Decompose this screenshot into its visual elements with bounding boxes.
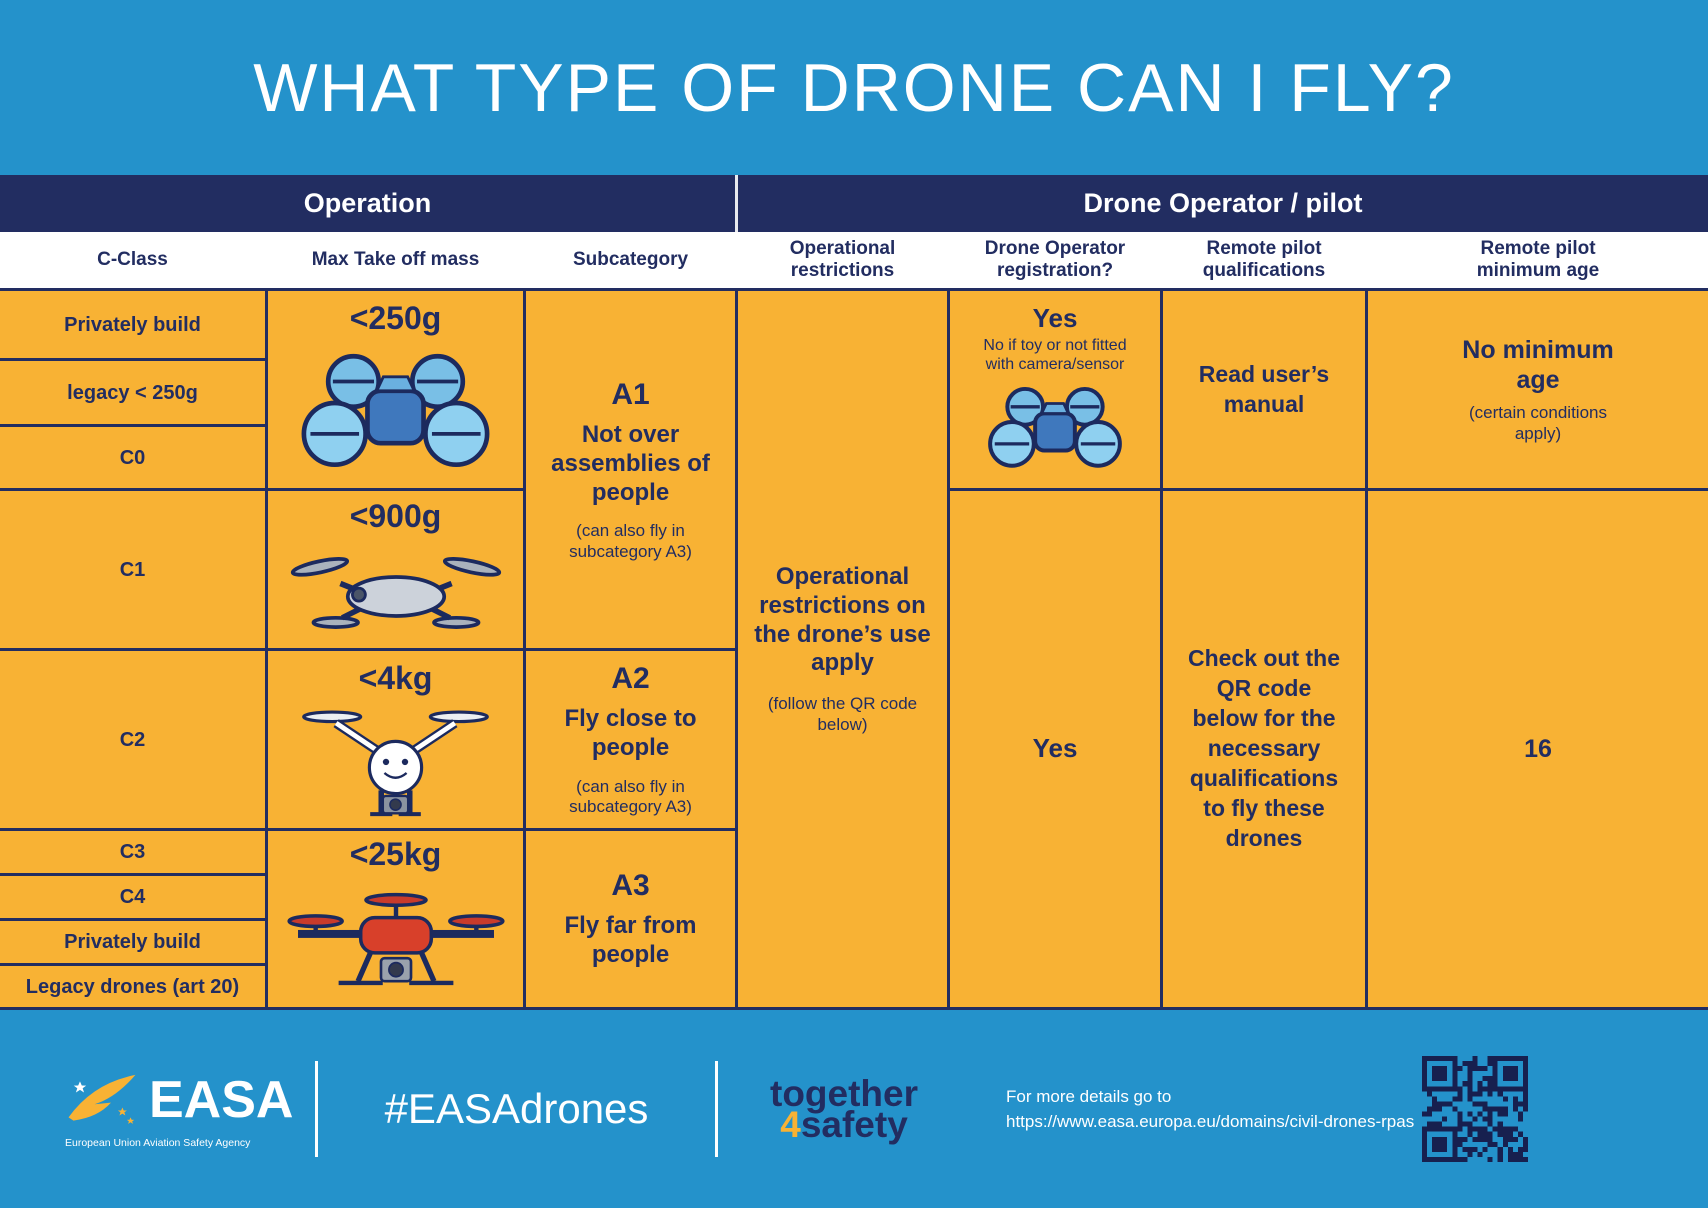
subcategory-a3-code: A3 — [611, 869, 650, 903]
cell-cclass-c3: C3 — [0, 831, 265, 873]
footer: EASA European Union Aviation Safety Agen… — [0, 1010, 1708, 1208]
qualifications-top-text: Read user’s manual — [1198, 360, 1330, 417]
minimum-age-top-note: (certain conditions apply) — [1469, 403, 1607, 443]
group-header-pilot: Drone Operator / pilot — [1083, 188, 1363, 218]
cell-mass-under-25kg: <25kg — [268, 831, 523, 1007]
easa-logo: EASA European Union Aviation Safety Agen… — [65, 1070, 315, 1149]
cell-subcategory-a2: A2 Fly close to people (can also fly in … — [526, 651, 735, 828]
minimum-age-bottom-text: 16 — [1524, 735, 1552, 763]
footer-details: For more details go to https://www.easa.… — [958, 1084, 1422, 1135]
cell-cclass-privately-build-1: Privately build — [0, 291, 265, 358]
cell-subcategory-a1: A1 Not over assemblies of people (can al… — [526, 291, 735, 648]
easa-emblem-icon — [68, 1074, 136, 1124]
column-header-pilot-minimum-age: Remote pilot minimum age — [1476, 238, 1600, 281]
cell-cclass-privately-build-2: Privately build — [0, 921, 265, 963]
easadrones-hashtag: #EASAdrones — [384, 1085, 649, 1132]
registration-yes-bottom: Yes — [1032, 733, 1078, 764]
drone-mini-ducted-small-illustration — [988, 386, 1122, 468]
together4safety-4: 4 — [780, 1104, 801, 1145]
together4safety-safety: safety — [800, 1104, 908, 1145]
group-band: Operation Drone Operator / pilot — [0, 175, 1708, 232]
minimum-age-top-text: No minimum age — [1462, 336, 1614, 395]
qr-code — [1422, 1056, 1528, 1162]
drone-red-heavy-illustration — [286, 893, 505, 986]
footer-details-line1: For more details go to — [1006, 1086, 1172, 1106]
easa-logo-text: EASA — [149, 1070, 294, 1129]
operational-restrictions-text: Operational restrictions on the drone’s … — [754, 563, 931, 677]
subcategory-a1-code: A1 — [611, 377, 650, 411]
subcategory-a2-text: Fly close to people — [564, 705, 697, 762]
mass-label-25kg: <25kg — [349, 836, 442, 872]
registration-note: No if toy or not fitted with camera/sens… — [983, 337, 1127, 374]
cell-qualifications-bottom: Check out the QR code below for the nece… — [1163, 491, 1365, 1007]
column-header-max-take-off-mass: Max Take off mass — [311, 249, 480, 271]
subcategory-a3-text: Fly far from people — [564, 912, 697, 968]
cell-cclass-c1: C1 — [0, 491, 265, 648]
cell-cclass-c2: C2 — [0, 651, 265, 828]
cell-mass-under-900g: <900g — [268, 491, 523, 648]
subcategory-a1-note: (can also fly in subcategory A3) — [569, 521, 692, 561]
drone-grey-folding-illustration — [290, 557, 501, 630]
mass-label-250g: <250g — [349, 300, 442, 336]
cell-registration-bottom: Yes — [950, 491, 1160, 1007]
group-header-operation: Operation — [303, 188, 432, 218]
together4safety-word1: together — [770, 1072, 918, 1114]
drone-mini-ducted-illustration — [301, 354, 490, 468]
cell-operational-restrictions: Operational restrictions on the drone’s … — [738, 291, 947, 1007]
cell-qualifications-top: Read user’s manual — [1163, 291, 1365, 488]
subcategory-a2-code: A2 — [611, 662, 650, 696]
column-header-row: C-Class Max Take off mass Subcategory Op… — [0, 232, 1708, 288]
subcategory-a2-note: (can also fly in subcategory A3) — [569, 776, 692, 817]
column-header-subcategory: Subcategory — [572, 249, 689, 271]
cell-registration-top: Yes No if toy or not fitted with camera/… — [950, 291, 1160, 488]
cell-minimum-age-bottom: 16 — [1368, 491, 1708, 1007]
cell-cclass-legacy-drones-art20: Legacy drones (art 20) — [0, 966, 265, 1007]
registration-yes-top: Yes — [1032, 303, 1078, 333]
column-header-c-class: C-Class — [97, 249, 168, 271]
footer-divider-2 — [715, 1061, 718, 1157]
easa-logo-subtext: European Union Aviation Safety Agency — [65, 1136, 251, 1149]
cell-cclass-c4: C4 — [0, 876, 265, 918]
cell-mass-under-250g: <250g — [268, 291, 523, 488]
footer-details-url: https://www.easa.europa.eu/domains/civil… — [1006, 1112, 1415, 1131]
column-header-pilot-qualifications: Remote pilot qualifications — [1202, 238, 1326, 281]
drone-table: Privately build legacy < 250g C0 C1 C2 C… — [0, 288, 1708, 1010]
drone-white-quadcopter-illustration — [302, 710, 489, 817]
operational-restrictions-note: (follow the QR code below) — [767, 694, 918, 734]
subcategory-a1-text: Not over assemblies of people — [551, 420, 710, 506]
mass-label-4kg: <4kg — [358, 660, 433, 696]
cell-subcategory-a3: A3 Fly far from people — [526, 831, 735, 1007]
together4safety-logo: together 4safety — [718, 1072, 958, 1143]
together4safety-word2: 4safety — [730, 1106, 958, 1143]
cell-cclass-legacy-250g: legacy < 250g — [0, 361, 265, 424]
page-title: WHAT TYPE OF DRONE CAN I FLY? — [253, 49, 1455, 126]
column-header-operational-restrictions: Operational restrictions — [789, 238, 896, 281]
cell-cclass-c0: C0 — [0, 427, 265, 488]
mass-label-900g: <900g — [349, 498, 442, 534]
cell-mass-under-4kg: <4kg — [268, 651, 523, 828]
cell-minimum-age-top: No minimum age (certain conditions apply… — [1368, 291, 1708, 488]
qualifications-bottom-text: Check out the QR code below for the nece… — [1187, 645, 1341, 851]
title-band: WHAT TYPE OF DRONE CAN I FLY? — [0, 0, 1708, 175]
group-divider — [735, 175, 738, 232]
footer-divider-1 — [315, 1061, 318, 1157]
column-header-operator-registration: Drone Operator registration? — [984, 238, 1126, 281]
